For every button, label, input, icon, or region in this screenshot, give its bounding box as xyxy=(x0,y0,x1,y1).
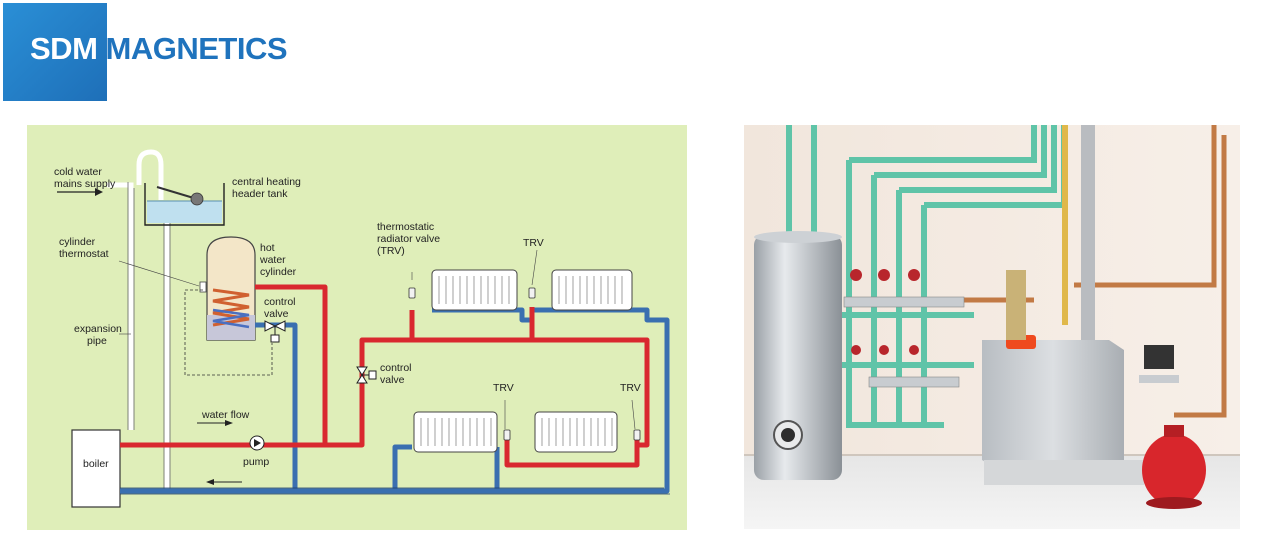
logo-sdm: SDM xyxy=(30,31,98,66)
trv-heads xyxy=(408,287,641,441)
pump-label: pump xyxy=(243,456,269,468)
expansion-pipe-label-1: expansion xyxy=(74,323,122,335)
radiator-2 xyxy=(551,269,633,311)
heating-system-diagram: cold water mains supply central heating … xyxy=(27,125,687,530)
boiler xyxy=(71,429,121,508)
logo-magnetics: MAGNETICS xyxy=(105,31,288,66)
hot-water-cylinder xyxy=(199,236,256,341)
control-valve-2-label-2: valve xyxy=(380,374,405,386)
water-flow-label: water flow xyxy=(201,409,250,421)
cold-water-label-2: mains supply xyxy=(54,178,116,190)
trv-bottom-label-1: TRV xyxy=(493,382,514,394)
thermostat-wire xyxy=(184,289,273,376)
radiator-4 xyxy=(534,411,618,453)
hot-water-label-3: cylinder xyxy=(260,266,297,278)
pump xyxy=(249,435,265,451)
control-valve-2 xyxy=(356,366,377,384)
cylinder-thermostat-label-2: thermostat xyxy=(59,248,109,260)
trv-top-label: TRV xyxy=(523,237,544,249)
control-valve-2-label-1: control xyxy=(380,362,412,374)
hot-water-label-1: hot xyxy=(260,242,275,254)
cylinder-thermostat-label-1: cylinder xyxy=(59,236,96,248)
header-tank xyxy=(144,183,225,226)
expansion-pipe-label-2: pipe xyxy=(87,335,107,347)
trv-label-1: thermostatic xyxy=(377,221,434,233)
control-valve-1-label-2: valve xyxy=(264,308,289,320)
control-valve-1-label-1: control xyxy=(264,296,296,308)
boiler-room-photo xyxy=(744,125,1240,529)
header-tank-label-1: central heating xyxy=(232,176,301,188)
header-tank-label-2: header tank xyxy=(232,188,288,200)
boiler-label: boiler xyxy=(83,458,109,470)
radiator-3 xyxy=(413,411,498,453)
trv-label-2: radiator valve xyxy=(377,233,440,245)
trv-label-3: (TRV) xyxy=(377,245,405,257)
control-valve-1 xyxy=(264,320,286,343)
logo-box xyxy=(3,3,107,101)
logo[interactable]: SDM MAGNETICS xyxy=(30,31,288,66)
hot-water-label-2: water xyxy=(259,254,286,266)
return-pipe-outline xyxy=(120,487,670,495)
cold-water-label-1: cold water xyxy=(54,166,102,178)
radiator-1 xyxy=(431,269,518,311)
trv-bottom-label-2: TRV xyxy=(620,382,641,394)
